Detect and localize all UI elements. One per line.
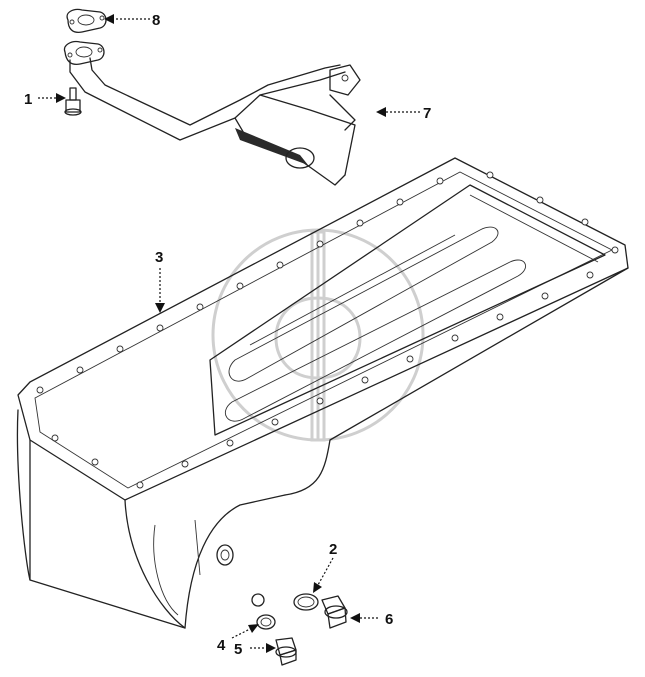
callout-1: 1 — [24, 91, 32, 108]
drain-plug — [321, 595, 348, 629]
pipe-bolt — [64, 87, 82, 116]
callout-7: 7 — [423, 105, 431, 122]
o-ring — [293, 593, 319, 611]
suction-pipe — [63, 40, 361, 186]
watermark-logo — [211, 228, 425, 442]
callout-4: 4 — [217, 637, 226, 654]
oil-pan — [16, 157, 629, 629]
callout-labels: 8 1 7 3 2 6 4 5 — [24, 12, 431, 658]
seal-ring — [256, 614, 276, 630]
flange-bolt-holes — [36, 171, 619, 489]
small-drain-plug — [275, 637, 297, 666]
callout-5: 5 — [234, 641, 242, 658]
callout-8: 8 — [152, 12, 160, 29]
leader-lines — [38, 14, 420, 653]
gasket — [66, 8, 107, 34]
callout-2: 2 — [329, 541, 337, 558]
callout-6: 6 — [385, 611, 393, 628]
callout-3: 3 — [155, 249, 163, 266]
